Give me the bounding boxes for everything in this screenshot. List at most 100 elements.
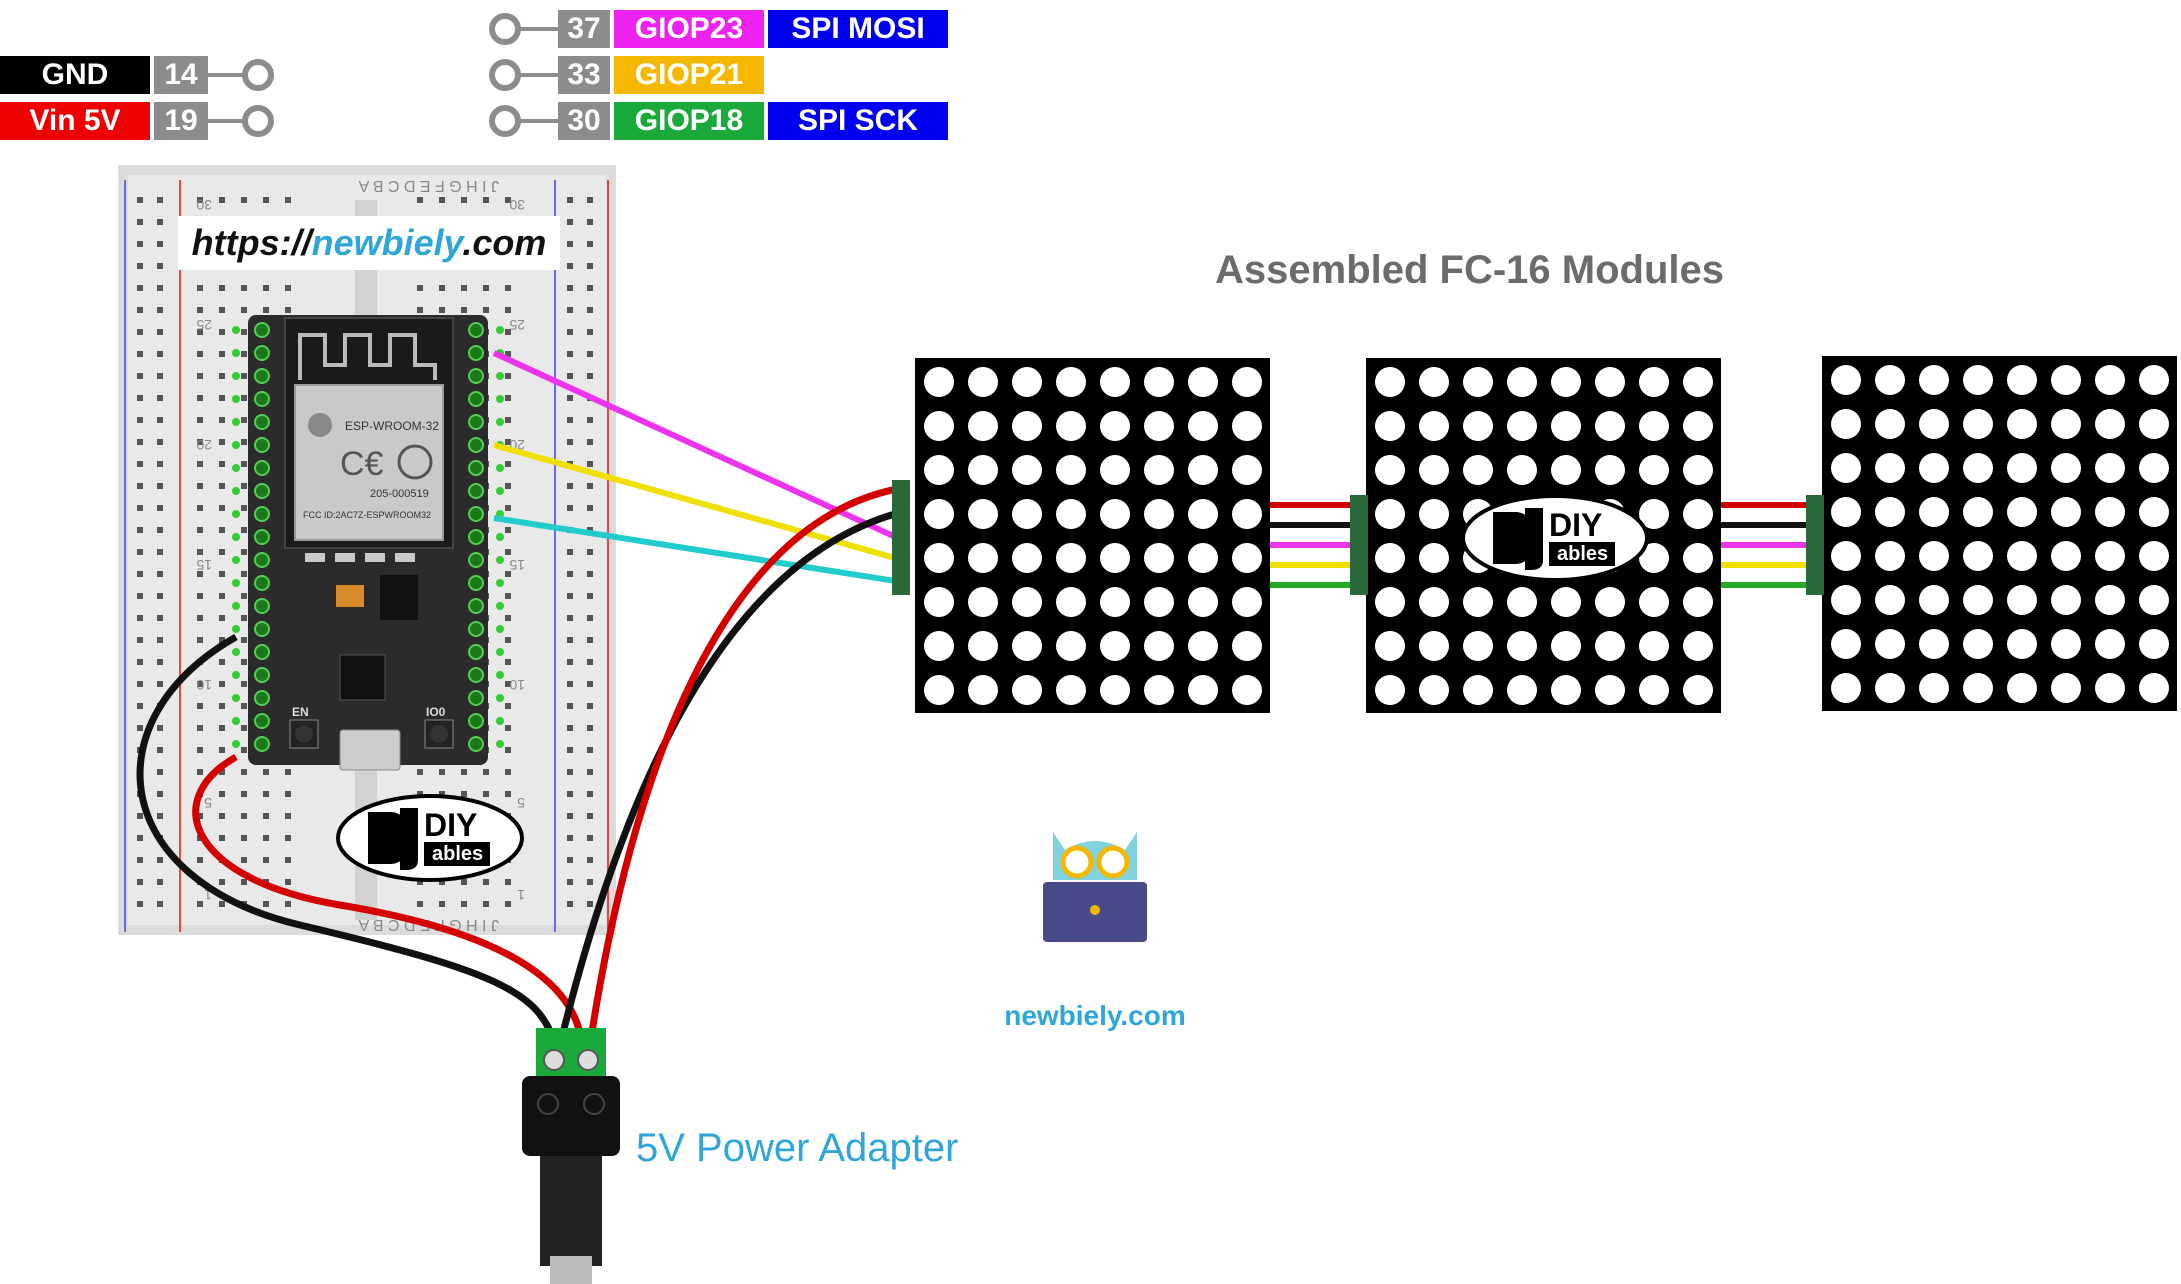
breadboard-hole [197,307,203,313]
breadboard-hole [197,395,203,401]
row-number: 20 [196,437,212,453]
led-dot [1639,543,1669,573]
breadboard-pin-hole [496,694,504,702]
breadboard-pin-hole [232,372,240,380]
breadboard-hole [587,703,593,709]
breadboard-hole [263,857,269,863]
breadboard-hole [567,373,573,379]
breadboard-hole [505,307,511,313]
led-dot [1419,455,1449,485]
power-wires [136,484,903,1046]
led-dot [1963,453,1993,483]
antenna-trace [298,333,437,380]
breadboard-hole [567,505,573,511]
esp32-pin [254,690,270,706]
led-dot [1963,585,1993,615]
breadboard-hole [505,483,511,489]
breadboard-hole [587,219,593,225]
breadboard-hole [219,527,225,533]
led-dot [1100,411,1130,441]
led-dot [1188,587,1218,617]
led-dot [1232,411,1262,441]
esp32-pin [468,391,484,407]
led-dot [2007,541,2037,571]
breadboard-hole [439,879,445,885]
breadboard-hole [241,483,247,489]
led-dot [1507,455,1537,485]
esp32-pin [468,598,484,614]
led-dot [1831,673,1861,703]
breadboard-hole [241,461,247,467]
esp32-pin [468,414,484,430]
led-dot [968,675,998,705]
breadboard-hole [263,769,269,775]
breadboard-hole [567,813,573,819]
led-dot [1595,411,1625,441]
led-dot [1919,409,1949,439]
led-dot [1375,543,1405,573]
breadboard-hole [567,681,573,687]
led-dot [2007,409,2037,439]
breadboard-hole [241,835,247,841]
esp32-pin [254,506,270,522]
breadboard-hole [157,197,163,203]
breadboard-hole [587,285,593,291]
breadboard-hole [417,197,423,203]
wifi-icon [308,413,332,437]
breadboard-hole [567,747,573,753]
led-dot [2095,409,2125,439]
led-dot [1831,409,1861,439]
matrix-panel [915,358,1270,713]
breadboard-hole [587,439,593,445]
diyables-logo-module: DIY ables [1461,494,1649,582]
breadboard-hole [505,703,511,709]
led-dot [1144,543,1174,573]
breadboard-hole [197,571,203,577]
matrix-panel [1822,356,2177,711]
breadboard-hole [505,615,511,621]
esp32-left-pins [232,322,270,752]
breadboard-hole [461,879,467,885]
breadboard-hole [587,417,593,423]
breadboard-pin-hole [232,487,240,495]
led-dot [1639,411,1669,441]
breadboard-hole [157,395,163,401]
breadboard-hole [587,505,593,511]
breadboard-hole [137,307,143,313]
led-dot [1595,631,1625,661]
esp32-pin [254,322,270,338]
breadboard-hole [587,329,593,335]
breadboard-hole [587,461,593,467]
esp32-pin [468,575,484,591]
breadboard-hole [285,285,291,291]
url-prefix: https:// [191,222,312,263]
led-dot [1012,587,1042,617]
led-dot [1919,453,1949,483]
breadboard-pin-hole [232,464,240,472]
breadboard-hole [241,285,247,291]
breadboard-hole [137,505,143,511]
breadboard-hole [219,615,225,621]
breadboard-pin-hole [496,671,504,679]
breadboard-pin-hole [496,740,504,748]
breadboard-hole [285,857,291,863]
breadboard-hole [587,307,593,313]
led-dot [1639,631,1669,661]
led-dot [2095,585,2125,615]
breadboard-hole [461,769,467,775]
breadboard-hole [505,769,511,775]
esp32-pin [254,368,270,384]
breadboard-hole [241,813,247,819]
breadboard-hole [567,351,573,357]
led-dot [2051,585,2081,615]
breadboard-pin-hole [496,418,504,426]
sck-wire [493,515,903,585]
breadboard-pin-hole [496,464,504,472]
breadboard-hole [219,395,225,401]
module-text: ESP-WROOM-32 [345,419,439,433]
breadboard-hole [567,725,573,731]
breadboard-hole [439,285,445,291]
breadboard-hole [137,703,143,709]
breadboard-hole [197,439,203,445]
led-dot [1463,675,1493,705]
